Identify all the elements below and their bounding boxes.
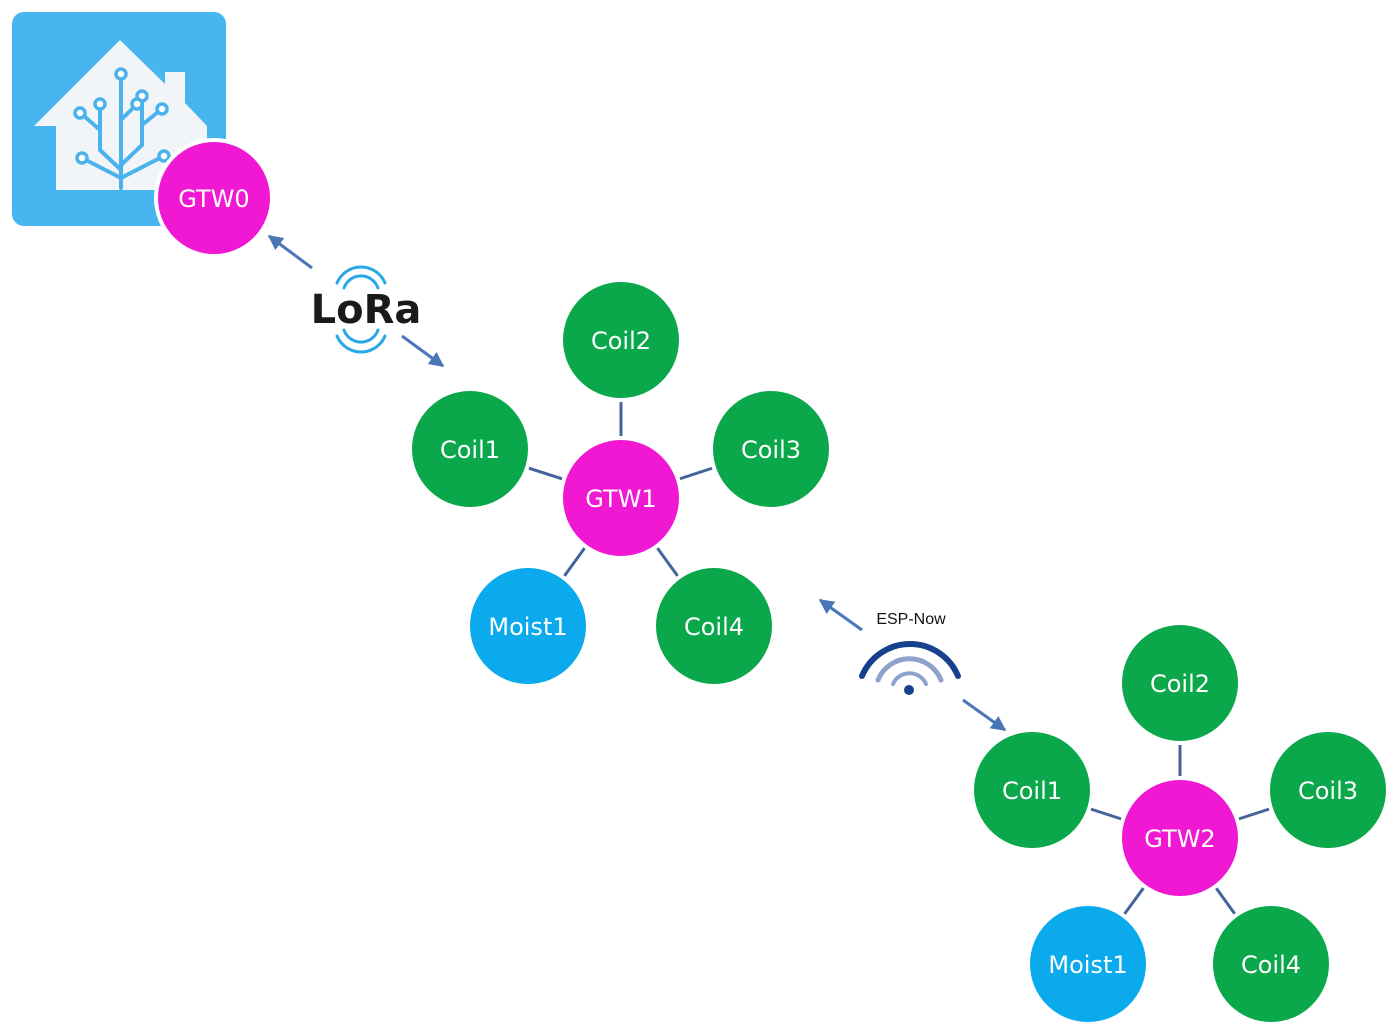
link-arrows [267,234,1007,732]
node-gtw2-coil2-circle [1122,625,1238,741]
lora-logo: LoRa [311,265,422,354]
wifi-signal-icon [859,641,961,695]
node-gtw1-moist1-circle [470,568,586,684]
link-gtw1-coil4 [656,547,679,577]
gateway-gtw2: GTW2 [1122,780,1238,896]
gateway-gtw0-label: GTW0 [178,185,249,213]
arrow-espnow-down [962,698,1007,732]
node-gtw1-coil3: Coil3 [713,391,829,507]
node-gtw2-coil3: Coil3 [1270,732,1386,848]
node-gtw1-moist1-label: Moist1 [488,613,567,641]
node-gtw2-moist1-label: Moist1 [1048,951,1127,979]
node-gtw2-coil4: Coil4 [1213,906,1329,1022]
node-gtw1-coil1-circle [412,391,528,507]
gateway-gtw1-circle [563,440,679,556]
home-assistant-icon [12,12,226,226]
node-gtw1-coil4-circle [656,568,772,684]
node-gtw2-coil1-circle [974,732,1090,848]
arrow-lora-up [267,234,313,270]
node-gtw1-coil3-label: Coil3 [741,436,801,464]
node-gtw2-coil3-circle [1270,732,1386,848]
node-gtw1-moist1: Moist1 [470,568,586,684]
link-gtw1-coil1 [528,466,563,481]
gateway-gtw1-label: GTW1 [585,485,656,513]
node-gtw2-coil2-label: Coil2 [1150,670,1210,698]
node-gtw2-coil4-label: Coil4 [1241,951,1301,979]
link-gtw1-moist1 [563,547,586,577]
node-gtw2-coil1: Coil1 [974,732,1090,848]
node-gtw1-coil1-label: Coil1 [440,436,500,464]
node-gtw1-coil3-circle [713,391,829,507]
link-gtw2-moist1 [1123,887,1145,915]
connector-lines [528,402,1270,915]
link-gtw2-coil3 [1238,807,1270,821]
node-gtw1-coil2: Coil2 [563,282,679,398]
espnow-logo: ESP-Now [859,611,961,695]
gateway-gtw1: GTW1 [563,440,679,556]
node-gtw2-coil2: Coil2 [1122,625,1238,741]
link-gtw1-coil3 [679,466,713,481]
lora-label: LoRa [311,287,422,333]
gateway-gtw2-circle [1122,780,1238,896]
node-gtw2-coil4-circle [1213,906,1329,1022]
node-gtw1-coil4-label: Coil4 [684,613,744,641]
node-gtw2-moist1: Moist1 [1030,906,1146,1022]
link-gtw2-coil4 [1215,887,1236,915]
node-gtw1-coil2-label: Coil2 [591,327,651,355]
node-gtw1-coil2-circle [563,282,679,398]
arrow-espnow-up [818,598,863,632]
gateway-gtw2-label: GTW2 [1144,825,1215,853]
node-gtw1-coil4: Coil4 [656,568,772,684]
node-gtw2-coil1-label: Coil1 [1002,777,1062,805]
node-gtw1-coil1: Coil1 [412,391,528,507]
espnow-label: ESP-Now [876,611,946,628]
gateway-gtw0: GTW0 [154,138,274,258]
node-gtw2-coil3-label: Coil3 [1298,777,1358,805]
arrow-lora-down [401,334,445,368]
lora-waves-icon [335,265,387,354]
gateway-gtw0-circle [154,138,274,258]
node-gtw2-moist1-circle [1030,906,1146,1022]
link-gtw2-coil1 [1090,807,1122,821]
